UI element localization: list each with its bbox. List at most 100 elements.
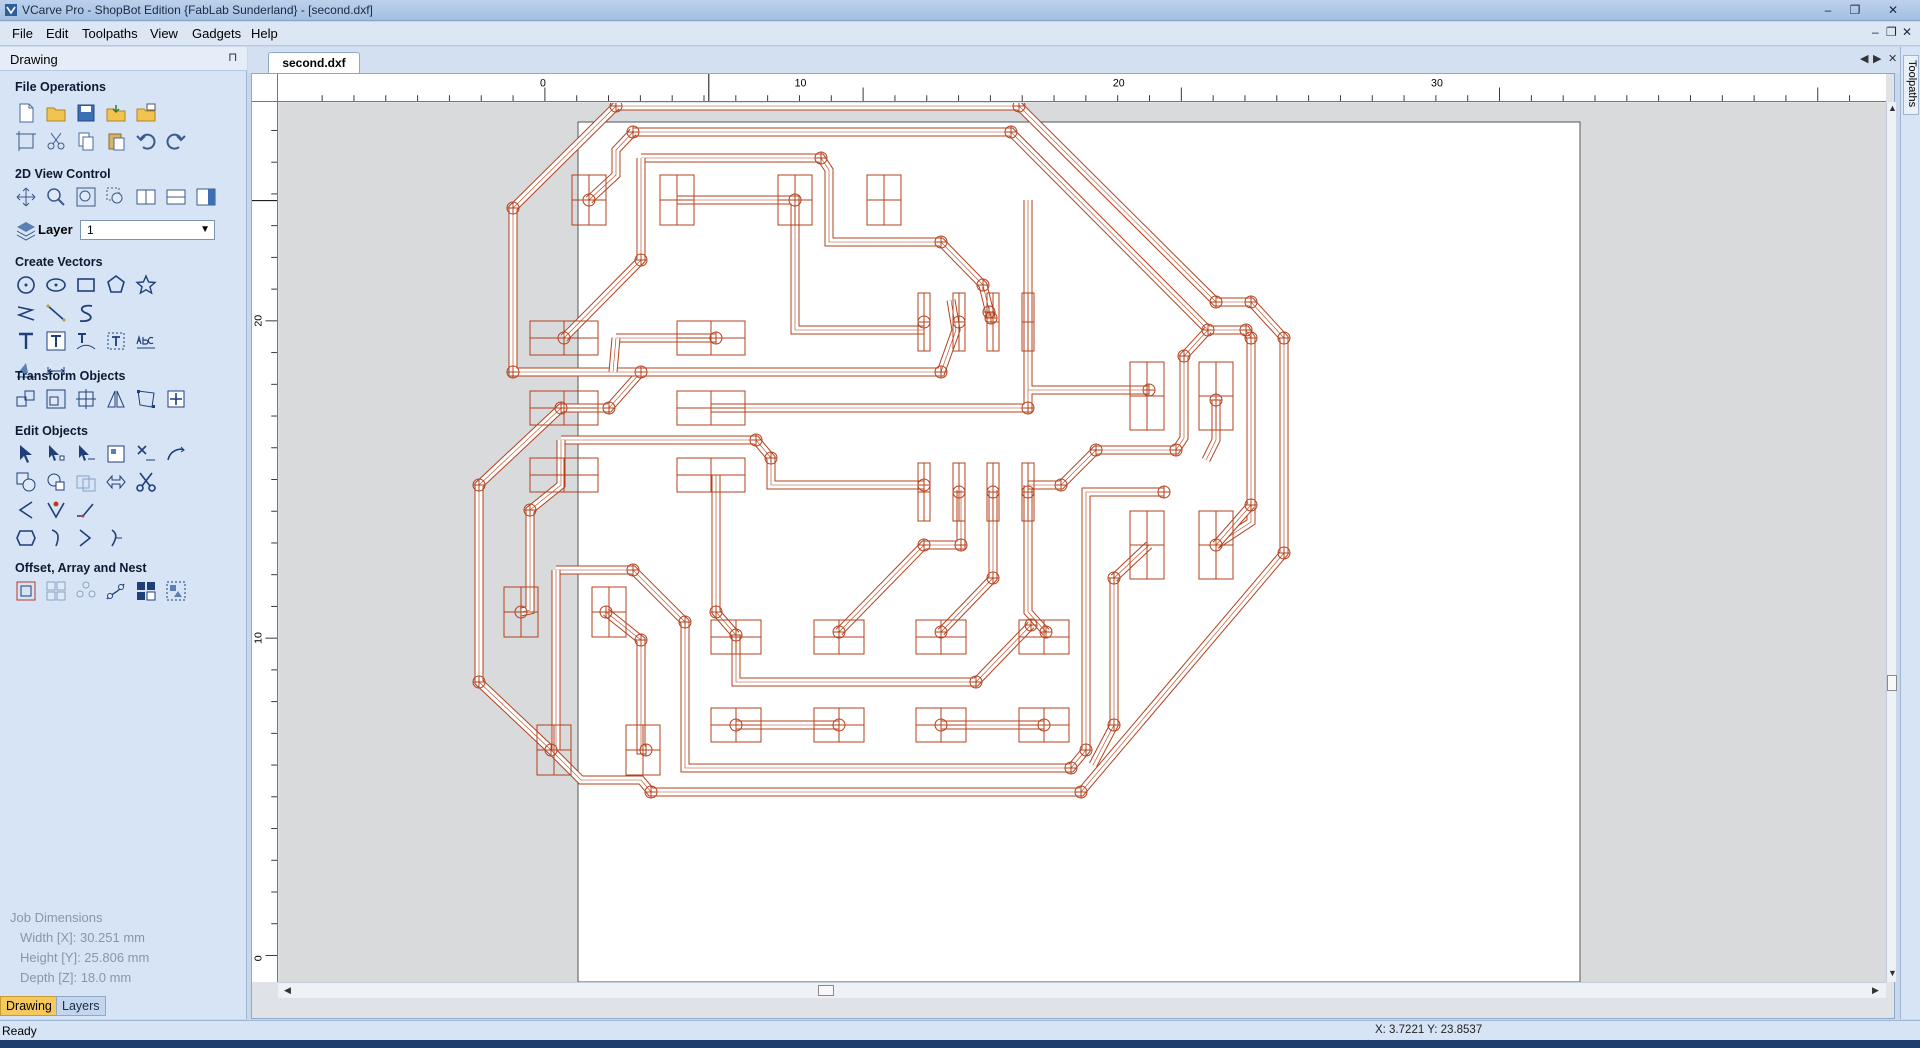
undo-icon[interactable]	[134, 129, 158, 153]
weld-icon[interactable]	[14, 470, 38, 494]
close-button[interactable]: ✕	[1887, 3, 1899, 17]
draw-polygon-icon[interactable]	[104, 273, 128, 297]
scroll-down-icon[interactable]: ▼	[1888, 968, 1897, 978]
title-bar: VCarve Pro - ShopBot Edition {FabLab Sun…	[0, 0, 1920, 21]
measure-icon[interactable]	[134, 442, 158, 466]
menu-view[interactable]: View	[150, 26, 178, 41]
cut-icon[interactable]	[44, 129, 68, 153]
curve-fit-icon[interactable]	[44, 526, 68, 550]
document-tab-bar: second.dxf ◀ ▶ ✕	[248, 47, 1900, 73]
nest-icon[interactable]	[134, 579, 158, 603]
layer-label: Layer	[38, 222, 73, 237]
tab-scroll-left-icon[interactable]: ◀	[1860, 53, 1869, 65]
tab-scroll-right-icon[interactable]: ▶	[1873, 53, 1882, 65]
zoom-extents-icon[interactable]	[74, 185, 98, 209]
menu-help[interactable]: Help	[251, 26, 278, 41]
split-view-icon[interactable]	[134, 185, 158, 209]
text-spacing-icon[interactable]	[134, 329, 158, 353]
toggle-panel-icon[interactable]	[194, 185, 218, 209]
auto-layout-text-icon[interactable]	[44, 329, 68, 353]
zoom-icon[interactable]	[44, 185, 68, 209]
text-on-curve-icon[interactable]	[74, 329, 98, 353]
scroll-left-icon[interactable]: ◀	[284, 985, 291, 995]
nest-parts-icon[interactable]	[164, 579, 188, 603]
new-file-icon[interactable]	[14, 101, 38, 125]
layer-select[interactable]: 1 ▼	[80, 220, 215, 240]
tab-toolpaths[interactable]: Toolpaths	[1903, 55, 1919, 115]
ruler-h-label-0: 0	[540, 78, 546, 90]
transform-selection-icon[interactable]	[104, 442, 128, 466]
tab-drawing[interactable]: Drawing	[0, 996, 58, 1016]
mirror-icon[interactable]	[104, 387, 128, 411]
draw-curve-icon[interactable]	[74, 301, 98, 325]
draw-polyline-icon[interactable]	[14, 301, 38, 325]
import-folder-icon[interactable]	[104, 101, 128, 125]
pan-icon[interactable]	[14, 185, 38, 209]
align-icon[interactable]	[74, 387, 98, 411]
draw-circle-icon[interactable]	[14, 273, 38, 297]
close-vector-icon[interactable]	[14, 526, 38, 550]
horizontal-scrollbar[interactable]: ◀ ▶	[278, 982, 1886, 998]
array-icon[interactable]	[44, 579, 68, 603]
mdi-restore-button[interactable]: ❐	[1886, 25, 1897, 39]
copy-along-vector-icon[interactable]	[104, 579, 128, 603]
move-icon[interactable]	[14, 387, 38, 411]
minimize-button[interactable]: –	[1824, 3, 1832, 17]
vertical-scrollbar[interactable]: ▲ ▼	[1886, 102, 1897, 982]
layout-view-icon[interactable]	[164, 185, 188, 209]
restore-button[interactable]: ❐	[1849, 3, 1861, 17]
scroll-up-icon[interactable]: ▲	[1888, 103, 1897, 113]
offset-icon[interactable]	[14, 579, 38, 603]
draw-text-icon[interactable]	[14, 329, 38, 353]
copy-icon[interactable]	[74, 129, 98, 153]
text-arc-icon[interactable]	[104, 329, 128, 353]
draw-dimension-icon[interactable]	[14, 357, 38, 381]
tape-measure-icon[interactable]	[164, 442, 188, 466]
tab-layers[interactable]: Layers	[56, 996, 106, 1016]
draw-rectangle-icon[interactable]	[74, 273, 98, 297]
open-folder-icon[interactable]	[44, 101, 68, 125]
paste-icon[interactable]	[104, 129, 128, 153]
scale-icon[interactable]	[44, 387, 68, 411]
mdi-minimize-button[interactable]: –	[1872, 25, 1879, 39]
save-icon[interactable]	[74, 101, 98, 125]
panel-title: Drawing	[10, 52, 58, 67]
intersect-icon[interactable]	[74, 470, 98, 494]
horizontal-scroll-thumb[interactable]	[818, 985, 834, 996]
menu-file[interactable]: File	[12, 26, 33, 41]
node-edit-icon[interactable]	[44, 442, 68, 466]
import-bitmap-icon[interactable]	[134, 101, 158, 125]
job-setup-icon[interactable]	[14, 129, 38, 153]
dogbone-icon[interactable]	[44, 498, 68, 522]
offset-curve-icon[interactable]	[104, 526, 128, 550]
interactive-select-icon[interactable]	[74, 442, 98, 466]
zoom-selection-icon[interactable]	[104, 185, 128, 209]
tab-second-dxf[interactable]: second.dxf	[268, 52, 360, 73]
vertical-ruler: 20 10 0	[252, 102, 278, 982]
tab-close-icon[interactable]: ✕	[1888, 53, 1898, 65]
join-vectors-icon[interactable]	[104, 470, 128, 494]
subtract-icon[interactable]	[44, 470, 68, 494]
circular-array-icon[interactable]	[74, 579, 98, 603]
menu-edit[interactable]: Edit	[46, 26, 69, 41]
dimension-icon[interactable]	[44, 357, 68, 381]
redo-icon[interactable]	[164, 129, 188, 153]
set-origin-icon[interactable]	[164, 387, 188, 411]
pin-icon[interactable]: ⊓	[228, 50, 238, 64]
draw-ellipse-icon[interactable]	[44, 273, 68, 297]
menu-toolpaths[interactable]: Toolpaths	[82, 26, 138, 41]
select-arrow-icon[interactable]	[14, 442, 38, 466]
distort-icon[interactable]	[134, 387, 158, 411]
menu-gadgets[interactable]: Gadgets	[192, 26, 242, 41]
scroll-right-icon[interactable]: ▶	[1872, 985, 1879, 995]
scissors-icon[interactable]	[134, 470, 158, 494]
draw-line-icon[interactable]	[44, 301, 68, 325]
mdi-close-button[interactable]: ✕	[1902, 25, 1913, 39]
fillet-icon[interactable]	[14, 498, 38, 522]
draw-star-icon[interactable]	[134, 273, 158, 297]
vertical-scroll-thumb[interactable]	[1887, 675, 1897, 691]
status-text: Ready	[2, 1024, 37, 1038]
extend-icon[interactable]	[74, 498, 98, 522]
drawing-canvas[interactable]	[279, 103, 1886, 982]
smooth-icon[interactable]	[74, 526, 98, 550]
